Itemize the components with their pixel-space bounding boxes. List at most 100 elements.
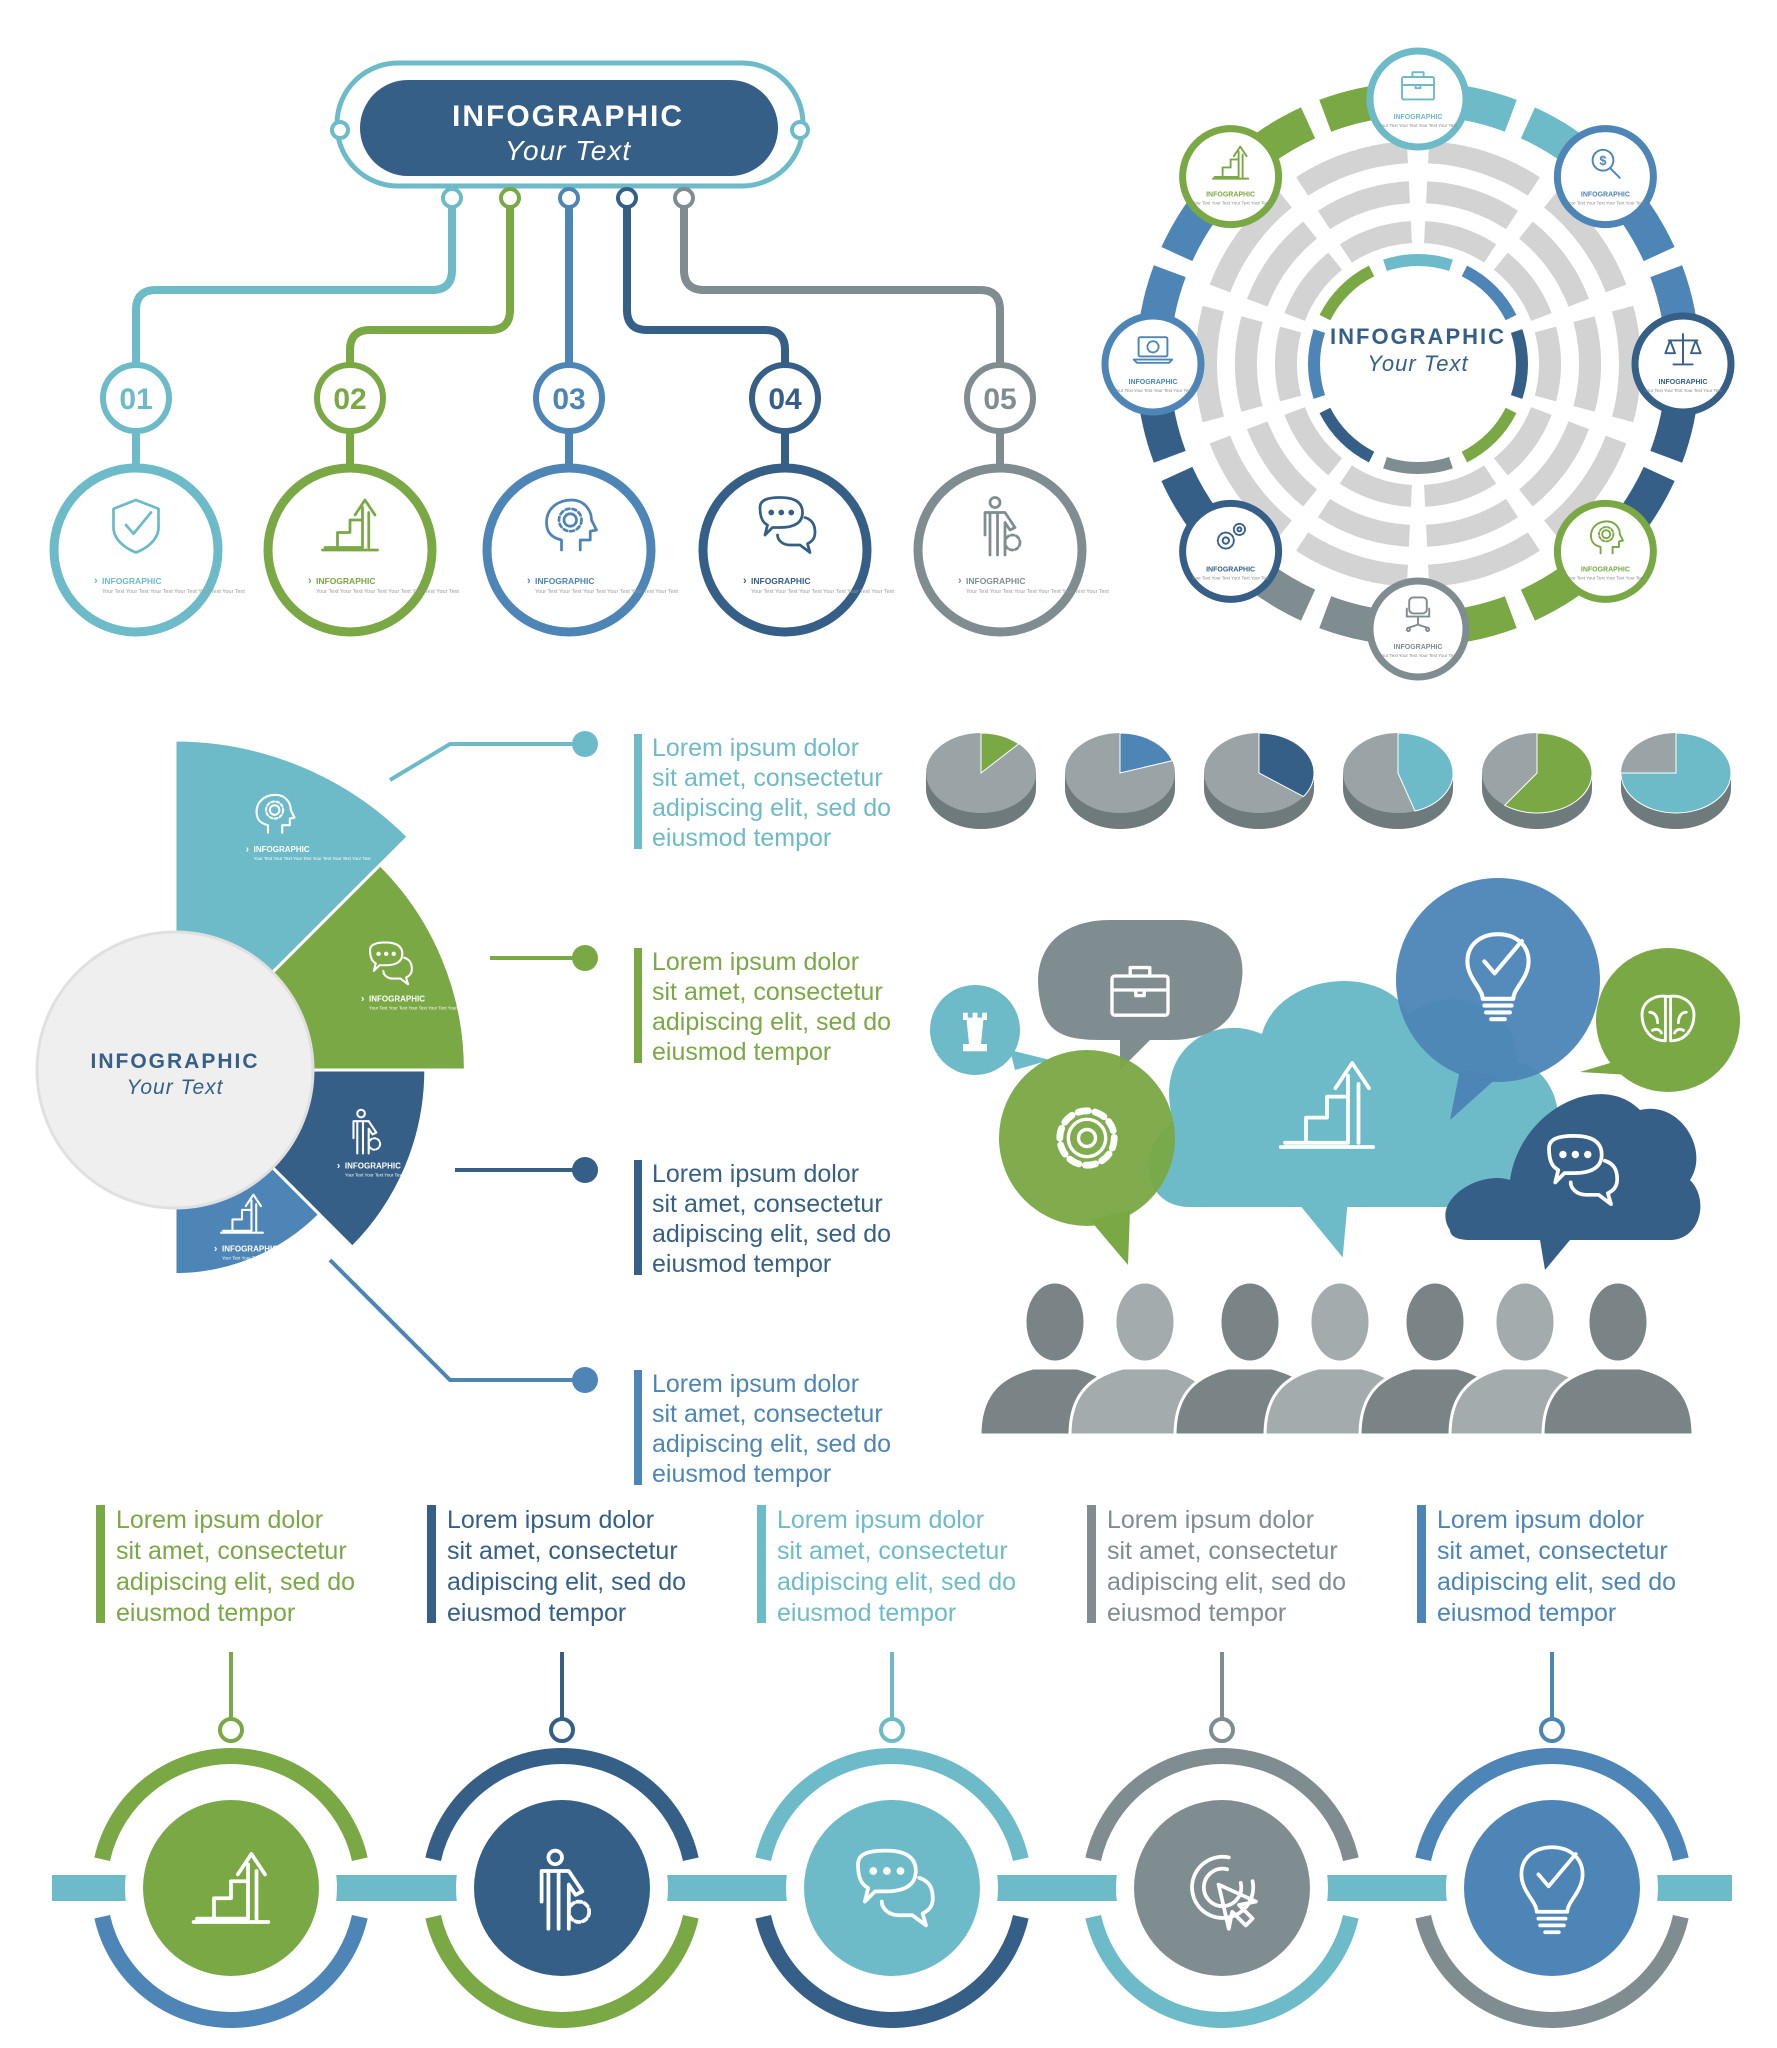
chevron-icon: ›: [308, 575, 312, 587]
fan-label-text: Your Text Your Text Your Text Your Text …: [222, 1256, 340, 1261]
connector-line: [132, 198, 456, 368]
inner-ring-segment: [1284, 406, 1343, 476]
inner-ring-segment: [1209, 435, 1293, 538]
ring-node-circle: [1179, 499, 1283, 603]
chat-bubbles-icon: [368, 941, 413, 986]
timeline-node-4: [1415, 1652, 1689, 2028]
chevron-icon: ›: [337, 1161, 340, 1172]
inner-ring-segment: [1194, 305, 1225, 423]
timeline-lower-arc: [94, 1915, 368, 2028]
inner-ring-segment: [1534, 326, 1561, 402]
timeline-knob: [218, 1717, 244, 1743]
timeline-upper-arc: [1085, 1748, 1359, 1861]
inner-color-segment: [1308, 329, 1326, 399]
inner-ring-segment: [1296, 141, 1409, 196]
shield-check-icon: [112, 498, 160, 554]
gear-bubble: [999, 1050, 1175, 1226]
pie-slice: [1620, 732, 1732, 814]
timeline-text-line: adipiscing elit, sed do: [1107, 1568, 1346, 1596]
ring-node-text: Your Text Your Text Your Text Your Text: [1379, 123, 1457, 128]
callout-dot: [572, 731, 598, 757]
fan-label-text: Your Text Your Text Your Text Your Text …: [369, 1005, 487, 1010]
callout-text-line: eiusmod tempor: [652, 824, 831, 852]
timeline-node-2: [755, 1652, 1029, 2028]
chevron-icon: ›: [246, 844, 249, 855]
chat-bubbles-icon: [1547, 1134, 1620, 1206]
ring-node-text: Your Text Your Text Your Text Your Text: [1192, 201, 1270, 206]
timeline-upper-arc: [94, 1748, 368, 1861]
pie-1: [1065, 732, 1175, 829]
ring-title: INFOGRAPHIC: [1330, 324, 1506, 349]
inner-ring-segment: [1425, 498, 1519, 547]
connector-knob: [441, 187, 463, 209]
callout-text-line: Lorem ipsum dolor: [652, 734, 859, 762]
inner-ring-segment: [1573, 316, 1601, 412]
svg-text:$: $: [1599, 153, 1606, 168]
timeline-text-bar: [1417, 1505, 1426, 1623]
inner-ring-segment: [1247, 221, 1318, 307]
label-text: Your Text Your Text Your Text Your Text …: [751, 589, 894, 595]
fan-label: INFOGRAPHIC: [369, 994, 425, 1003]
callout-dot: [572, 1367, 598, 1393]
timeline-knob: [1209, 1717, 1235, 1743]
inner-ring-segment: [1317, 498, 1411, 547]
timeline-section: Lorem ipsum dolor sit amet, consectetur ad…: [52, 1505, 1732, 2028]
ring-node-label: INFOGRAPHIC: [1206, 192, 1255, 199]
gears-icon: [1216, 522, 1246, 550]
laptop-gear-icon: [1132, 336, 1174, 364]
step-circle: [49, 463, 223, 637]
header-knob-left: [330, 120, 350, 140]
timeline-text-line: Lorem ipsum dolor: [1437, 1506, 1644, 1534]
callout-text-line: eiusmod tempor: [652, 1250, 831, 1278]
connector-line: [346, 198, 514, 368]
callout-text-line: Lorem ipsum dolor: [652, 948, 859, 976]
timeline-knob: [1539, 1717, 1565, 1743]
fan-label: INFOGRAPHIC: [222, 1245, 278, 1254]
fan-subtitle: Your Text: [127, 1076, 224, 1099]
inner-color-segment: [1461, 265, 1517, 321]
timeline-text-bar: [1087, 1505, 1096, 1623]
inner-ring-segment: [1427, 141, 1540, 196]
inner-ring-segment: [1339, 221, 1413, 263]
inner-ring-segment: [1543, 435, 1627, 538]
person-head: [1308, 1280, 1372, 1364]
header-pill: [360, 80, 778, 176]
connector-knob: [499, 187, 521, 209]
callout-text-line: sit amet, consectetur: [652, 978, 883, 1006]
inner-ring-segment: [1209, 190, 1293, 293]
fan-label-text: Your Text Your Text Your Text Your Text …: [345, 1173, 463, 1178]
inner-color-segment: [1383, 254, 1453, 272]
ring-node-text: Your Text Your Text Your Text Your Text: [1114, 388, 1192, 393]
timeline-text-line: adipiscing elit, sed do: [447, 1568, 686, 1596]
inner-ring-segment: [1493, 252, 1552, 322]
businessman-gear-icon: [352, 1108, 382, 1155]
label-title: INFOGRAPHIC: [316, 576, 376, 586]
pie-2: [1204, 732, 1315, 829]
timeline-text-line: sit amet, consectetur: [116, 1537, 347, 1565]
fan-diagram-section: › INFOGRAPHIC Your Text Your Text Your Tex…: [35, 731, 891, 1488]
label-title: INFOGRAPHIC: [102, 576, 162, 586]
person-head: [1493, 1280, 1557, 1364]
timeline-text-line: sit amet, consectetur: [447, 1537, 678, 1565]
ring-node-label: INFOGRAPHIC: [1394, 644, 1443, 651]
money-search-icon: $: [1591, 148, 1621, 179]
inner-ring-segment: [1247, 421, 1318, 507]
step-number: 04: [768, 383, 802, 416]
timeline-text-line: sit amet, consectetur: [1107, 1537, 1338, 1565]
ring-node-label: INFOGRAPHIC: [1581, 566, 1630, 573]
ring-node-label: INFOGRAPHIC: [1581, 192, 1630, 199]
ring-node-label: INFOGRAPHIC: [1129, 379, 1178, 386]
pie-slice: [1397, 732, 1454, 812]
growth-chart-icon: [1212, 145, 1250, 180]
ring-node-label: INFOGRAPHIC: [1206, 566, 1255, 573]
gear-icon: [1056, 1107, 1118, 1169]
timeline-lower-arc: [1415, 1915, 1689, 2028]
pie-slice: [1503, 732, 1593, 814]
